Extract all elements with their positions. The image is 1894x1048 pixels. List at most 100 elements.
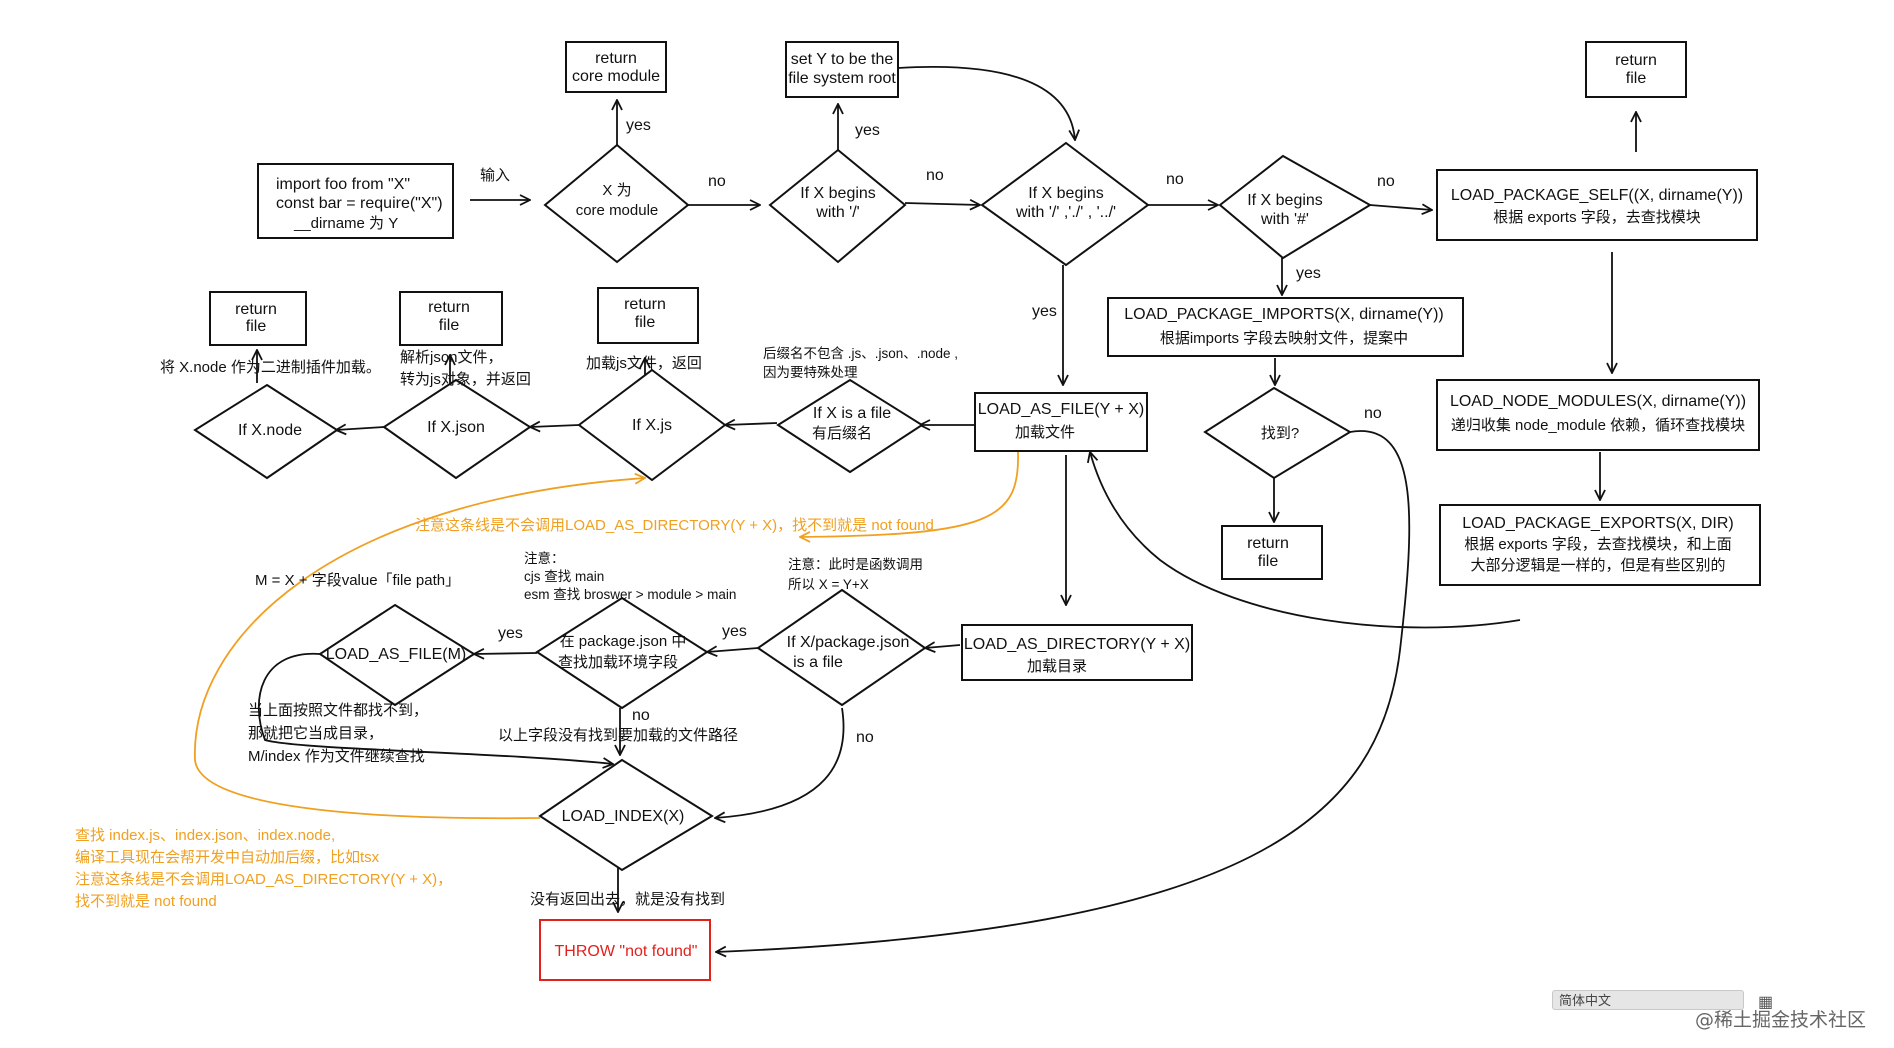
return-file-found-line-1: return xyxy=(1247,535,1289,552)
return-file-top-line-2: file xyxy=(1626,70,1647,87)
node-modules-line-1: LOAD_NODE_MODULES(X, dirname(Y)) xyxy=(1450,393,1746,410)
load-package-exports-box xyxy=(1439,504,1761,586)
load-as-directory-box xyxy=(961,624,1193,681)
start-node: import foo from "X" const bar = require(… xyxy=(257,163,454,239)
edge-label-hash-yes: yes xyxy=(1296,265,1321,282)
return-file-found-box xyxy=(1221,525,1323,580)
hash-q-line-1: If X begins xyxy=(1247,192,1323,209)
field-q-line-1: 在 package.json 中 xyxy=(560,633,687,650)
throw-not-found-node: THROW "not found" xyxy=(539,919,711,981)
set-root-box xyxy=(785,41,899,98)
start-line-1: import foo from "X" xyxy=(276,176,410,193)
return-js-node: return file xyxy=(597,287,699,344)
imports-line-2: 根据imports 字段去映射文件，提案中 xyxy=(1160,329,1408,347)
notes: 后缀名不包含 .js、.json、.node , 因为要特殊处理 加载js文件，… xyxy=(75,346,958,910)
set-root-line-1: set Y to be the xyxy=(791,51,894,68)
js-diamond xyxy=(577,368,727,482)
extension-decision: If X is a file 有后缀名 xyxy=(776,378,924,474)
dir-note-line-2: 那就把它当成目录， xyxy=(248,724,383,742)
edge-label-core-no: no xyxy=(708,173,726,190)
dir-note-line-3: M/index 作为文件继续查找 xyxy=(248,748,425,765)
edge-label-slash-no: no xyxy=(926,167,944,184)
package-json-diamond xyxy=(756,588,927,707)
edge-ext-to-js xyxy=(725,423,778,425)
core-q-line-1: X 为 xyxy=(602,182,631,199)
imports-line-1: LOAD_PACKAGE_IMPORTS(X, dirname(Y)) xyxy=(1124,306,1444,323)
edge-label-field-yes: yes xyxy=(498,625,523,642)
edge-label-field-no: no xyxy=(632,707,650,724)
js-decision: If X.js xyxy=(577,368,727,482)
m-note: M = X + 字段value「file path」 xyxy=(255,572,460,589)
self-line-1: LOAD_PACKAGE_SELF((X, dirname(Y)) xyxy=(1451,187,1743,204)
edge-m-to-index xyxy=(258,653,613,764)
edge-js-to-json xyxy=(530,425,580,427)
field-decision: 在 package.json 中 查找加载环境字段 xyxy=(535,596,709,710)
dir-note-line-1: 当上面按照文件都找不到， xyxy=(248,702,428,719)
extension-diamond xyxy=(776,378,924,474)
set-root-line-2: file system root xyxy=(788,70,896,87)
slash-q-line-2: with '/' xyxy=(815,204,859,221)
load-package-exports-node: LOAD_PACKAGE_EXPORTS(X, DIR) 根据 exports … xyxy=(1439,504,1761,586)
relative-path-diamond xyxy=(980,141,1150,267)
as-file-m-label: LOAD_AS_FILE(M) xyxy=(326,646,466,663)
ret-json-line-2: file xyxy=(439,317,460,334)
json-note-line-1: 解析json文件， xyxy=(400,349,503,366)
edge-label-core-yes: yes xyxy=(626,117,651,134)
pkg-q-line-2: is a file xyxy=(793,654,843,671)
orange-bottom-line-1: 查找 index.js、index.json、index.node, xyxy=(75,827,335,844)
set-root-node: set Y to be the file system root xyxy=(785,41,899,98)
throw-box xyxy=(539,919,711,981)
slash-q-line-1: If X begins xyxy=(800,185,876,202)
load-package-imports-node: LOAD_PACKAGE_IMPORTS(X, dirname(Y)) 根据im… xyxy=(1107,297,1464,357)
node-note: 将 X.node 作为二进制插件加载。 xyxy=(160,359,381,376)
core-module-diamond xyxy=(543,143,690,264)
js-q-label: If X.js xyxy=(632,417,672,434)
field-q-line-2: 查找加载环境字段 xyxy=(558,653,678,671)
edge-field-yes xyxy=(474,653,538,654)
load-as-file-m-diamond xyxy=(318,603,476,707)
return-json-box xyxy=(399,291,503,346)
dot-q-line-1: If X begins xyxy=(1028,185,1104,202)
field-diamond xyxy=(535,596,709,710)
return-file-top-box xyxy=(1585,41,1687,98)
grid-icon[interactable]: ▦ xyxy=(1758,994,1774,1011)
return-json-node: return file xyxy=(399,291,503,346)
hash-decision: If X begins with '#' xyxy=(1218,154,1372,260)
as-file-line-1: LOAD_AS_FILE(Y + X) xyxy=(978,401,1144,418)
func-note-line-2: 所以 X = Y+X xyxy=(788,577,869,592)
orange-bottom-line-3: 注意这条线是不会调用LOAD_AS_DIRECTORY(Y + X)， xyxy=(75,870,452,888)
exports-line-1: LOAD_PACKAGE_EXPORTS(X, DIR) xyxy=(1462,515,1733,532)
edge-as-dir-to-pkg xyxy=(925,645,961,648)
as-dir-line-1: LOAD_AS_DIRECTORY(Y + X) xyxy=(964,636,1190,653)
edge-exports-to-as-file xyxy=(1090,452,1521,629)
load-as-file-m-decision: LOAD_AS_FILE(M) xyxy=(318,603,476,707)
edge-labels: 输入 yes no yes no no no yes yes no yes ye… xyxy=(480,117,1395,746)
ext-note-line-2: 因为要特殊处理 xyxy=(763,365,858,380)
dot-q-line-2: with '/' ,'./' , '../' xyxy=(1015,204,1116,221)
return-node-box xyxy=(209,291,307,346)
found-diamond xyxy=(1203,386,1352,480)
ret-js-line-1: return xyxy=(624,296,666,313)
return-core-module-node: return core module xyxy=(565,41,667,93)
throw-label: THROW "not found" xyxy=(555,943,698,960)
func-note-line-1: 注意：此时是函数调用 xyxy=(788,556,923,572)
ret-node-line-2: file xyxy=(246,318,267,335)
node-ext-diamond xyxy=(193,383,339,480)
relative-path-decision: If X begins with '/' ,'./' , '../' xyxy=(980,141,1150,267)
edge-label-slash-yes: yes xyxy=(855,122,880,139)
load-node-modules-node: LOAD_NODE_MODULES(X, dirname(Y)) 递归收集 no… xyxy=(1436,379,1760,451)
language-selector[interactable]: 简体中文 xyxy=(1552,990,1744,1010)
field-note-line-2: cjs 查找 main xyxy=(524,569,604,584)
hash-diamond xyxy=(1218,154,1372,260)
load-package-self-box xyxy=(1436,169,1758,241)
js-note: 加载js文件，返回 xyxy=(586,355,702,372)
return-file-top-line-1: return xyxy=(1615,52,1657,69)
node-modules-line-2: 递归收集 node_module 依赖，循环查找模块 xyxy=(1451,417,1745,434)
exports-line-3: 大部分逻辑是一样的，但是有些区别的 xyxy=(1470,557,1725,574)
json-q-label: If X.json xyxy=(427,419,485,436)
edge-pkg-no xyxy=(715,707,845,818)
edge-json-to-node xyxy=(336,427,385,430)
no-return-note: 没有返回出去，就是没有找到 xyxy=(530,891,725,908)
load-as-file-box xyxy=(974,392,1148,452)
return-js-box xyxy=(597,287,699,344)
